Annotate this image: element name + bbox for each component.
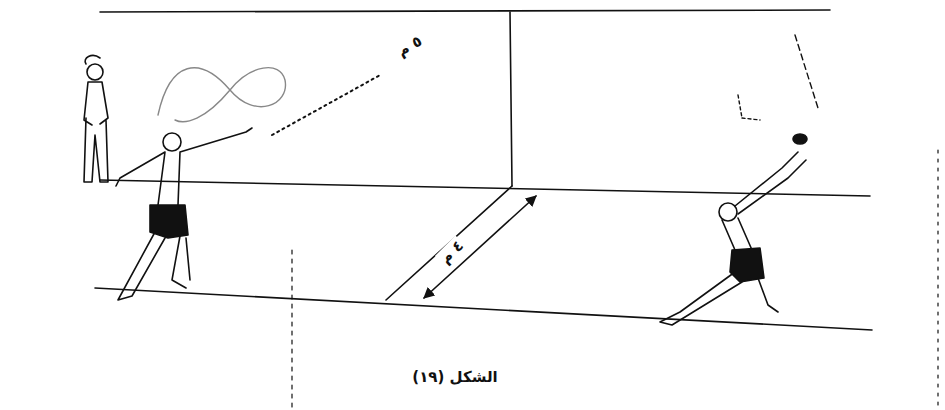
dashed-guide [291, 250, 292, 410]
catcher-shorts [730, 248, 764, 282]
distance-label: ٥ م [393, 31, 427, 61]
thrower-legs [118, 232, 190, 300]
wall-line [510, 12, 512, 186]
thrower-figure [116, 128, 252, 205]
dimension-arrow [424, 196, 536, 298]
ball [793, 134, 807, 144]
ball-path [742, 118, 760, 120]
coach-head [87, 64, 103, 80]
catcher-figure [722, 152, 806, 250]
figure-caption: الشكل (١٩) [412, 368, 497, 386]
floor-line [100, 180, 870, 196]
base-line [95, 288, 872, 330]
throw-path [272, 74, 382, 135]
thrower-shorts [150, 205, 188, 238]
thrower-head [163, 133, 181, 151]
court-edge [386, 186, 512, 300]
coach-figure [84, 82, 108, 182]
ball-path [738, 95, 742, 118]
swing-loop [158, 68, 285, 122]
catcher-legs [660, 272, 778, 325]
dashed-guide [937, 150, 938, 410]
top-line [100, 10, 830, 12]
dimension-label: ٤ م [435, 235, 468, 268]
ball-path [795, 35, 818, 108]
coach-arrow [85, 56, 100, 64]
